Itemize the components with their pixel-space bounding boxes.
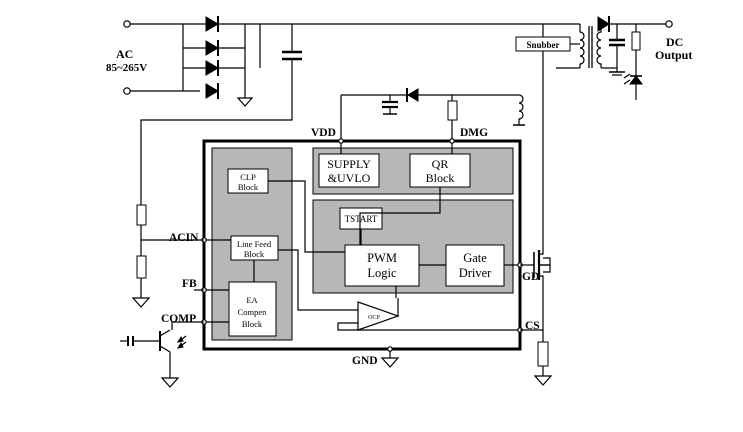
ic-ground-icon — [380, 357, 400, 368]
feedback-network — [120, 289, 204, 388]
opto-transistor — [120, 329, 187, 378]
cs-pin-label: CS — [525, 320, 540, 332]
acin-divider — [131, 204, 204, 308]
snubber-label: Snubber — [526, 40, 559, 50]
ac-voltage-label: 85~265V — [106, 62, 147, 74]
comp-ground-icon — [160, 377, 180, 388]
auxiliary-section — [340, 88, 525, 140]
ac-terminal-bottom — [123, 87, 131, 95]
acin-ground-icon — [131, 297, 151, 308]
pwm-logic-block — [344, 244, 420, 287]
zener-diode — [623, 73, 643, 100]
compen-label: Compen — [238, 307, 268, 317]
driver-label: Driver — [459, 266, 492, 280]
gate-label: Gate — [463, 251, 487, 265]
bridge-diode-3 — [205, 60, 219, 76]
line-feed-label: Line Feed — [237, 239, 272, 249]
cs-ground-icon — [533, 375, 553, 386]
output-resistor — [631, 24, 641, 76]
ea-compen-block — [228, 281, 277, 337]
gnd-pin-label: GND — [352, 355, 378, 367]
tstart-label: TSTART — [345, 214, 378, 224]
pwm-label: PWM — [367, 251, 397, 265]
dc-label: DC — [666, 35, 683, 49]
dc-output-terminal — [665, 20, 673, 28]
power-mosfet — [520, 248, 551, 330]
controller-ic: SUPPLY &UVLO QR Block CLP Block Line Fee… — [161, 127, 540, 367]
acin-pin-label: ACIN — [169, 232, 199, 244]
ea-label: EA — [246, 295, 258, 305]
dmg-resistor — [447, 95, 458, 140]
gnd-pin-dot — [387, 346, 393, 352]
bridge-diode-2 — [205, 40, 219, 56]
output-section: Snubber DC Output — [515, 16, 692, 248]
clp-block-label: Block — [238, 182, 259, 192]
clp-label: CLP — [240, 172, 256, 182]
ac-input-section: AC 85~265V — [106, 16, 580, 205]
qr-label: QR — [432, 157, 449, 171]
vdd-capacitor — [382, 95, 398, 115]
output-capacitor — [601, 24, 625, 69]
ocp-comparator: OCP — [357, 301, 400, 331]
bulk-capacitor — [140, 24, 302, 205]
comp-pin-label: COMP — [161, 313, 196, 325]
vdd-pin-label: VDD — [311, 127, 336, 139]
transformer-primary — [556, 24, 602, 69]
bridge-ground-icon — [236, 97, 254, 107]
ac-label: AC — [116, 47, 133, 61]
auxiliary-winding — [513, 94, 525, 126]
ocp-label: OCP — [368, 315, 380, 321]
acin-upper-resistor — [136, 204, 147, 226]
clp-block — [227, 168, 269, 194]
output-diode — [597, 16, 666, 32]
dmg-pin-dot — [449, 138, 455, 144]
uvlo-label: &UVLO — [328, 171, 371, 185]
output-label: Output — [655, 48, 692, 62]
acin-lower-resistor — [136, 255, 147, 279]
bridge-diode-1 — [205, 16, 219, 32]
fb-pin-label: FB — [182, 278, 197, 290]
gate-driver-block — [445, 244, 505, 287]
cs-resistor — [537, 341, 549, 367]
gd-pin-label: GD — [522, 271, 539, 283]
secondary-ground-icon — [609, 68, 625, 76]
cs-sense — [520, 329, 553, 386]
dmg-pin-label: DMG — [460, 127, 488, 139]
bridge-diode-4 — [205, 83, 219, 99]
ea-block-label: Block — [242, 319, 263, 329]
qr-block-label: Block — [426, 171, 455, 185]
ac-terminal-top — [123, 20, 131, 28]
supply-uvlo-block — [318, 153, 380, 188]
logic-label: Logic — [367, 266, 397, 280]
vdd-pin-dot — [338, 138, 344, 144]
qr-block — [409, 153, 471, 188]
supply-label: SUPPLY — [327, 157, 371, 171]
line-feed-block-label: Block — [244, 249, 265, 259]
aux-diode — [406, 88, 419, 102]
